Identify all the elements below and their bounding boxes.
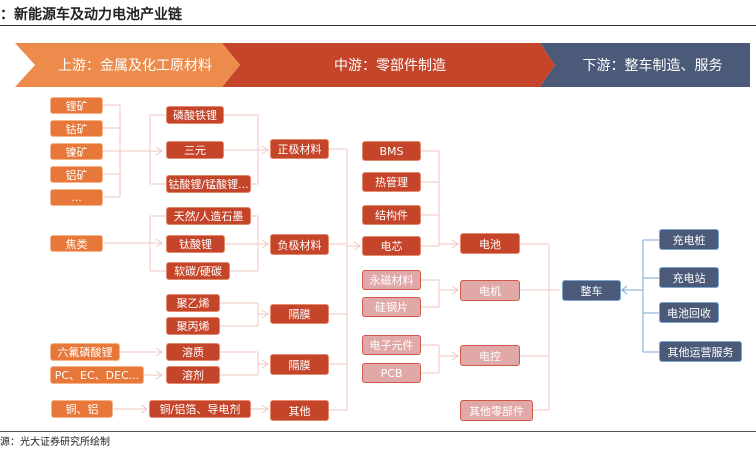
service-other-operations: 其他运营服务 (659, 341, 742, 362)
vehicle: 整车 (562, 280, 621, 301)
material-graphite: 天然/人造石墨 (166, 207, 251, 225)
footer-divider (0, 431, 756, 432)
material-solvent: 溶剂 (166, 366, 220, 384)
service-charging-pile: 充电桩 (659, 229, 719, 250)
service-battery-recycling: 电池回收 (659, 302, 719, 323)
material-soft-hard-carbon: 软碳/硬碳 (166, 262, 230, 280)
raw-coke: 焦类 (50, 235, 103, 252)
component-separator: 隔膜 (270, 304, 329, 324)
material-lto: 钛酸锂 (166, 235, 225, 253)
material-ternary: 三元 (166, 141, 224, 159)
system-battery: 电池 (460, 233, 520, 254)
part-electronics: 电子元件 (362, 335, 421, 355)
component-separator-2: 隔膜 (270, 354, 329, 375)
material-foil-conductive: 铜/铝箔、导电剂 (149, 400, 251, 418)
service-charging-station: 充电站 (659, 267, 719, 288)
part-thermal: 热管理 (362, 172, 421, 192)
title-divider (0, 25, 756, 26)
material-solute: 溶质 (166, 343, 220, 361)
component-other: 其他 (270, 400, 329, 421)
banner-midstream: 中游：零部件制造 (334, 58, 446, 74)
part-magnet: 永磁材料 (362, 270, 421, 290)
part-silicon-steel: 硅钢片 (362, 297, 421, 317)
system-other-parts: 其他零部件 (460, 400, 533, 421)
system-controller: 电控 (460, 345, 520, 366)
part-bms: BMS (362, 141, 421, 161)
raw-nickel-ore: 镍矿 (50, 143, 103, 160)
raw-aluminum-ore: 铝矿 (50, 166, 103, 183)
raw-more: ... (50, 189, 103, 206)
material-pe: 聚乙烯 (166, 294, 220, 312)
raw-copper-aluminum: 铜、铝 (51, 400, 113, 418)
banner-upstream: 上游：金属及化工原材料 (58, 58, 212, 74)
raw-lithium-ore: 锂矿 (50, 97, 103, 114)
part-cell: 电芯 (362, 236, 421, 256)
part-pcb: PCB (362, 363, 421, 383)
banner-downstream: 下游：整车制造、服务 (582, 58, 723, 74)
source-note: 源：光大证券研究所绘制 (0, 437, 110, 448)
part-structure: 结构件 (362, 205, 421, 225)
material-lfp: 磷酸铁锂 (166, 106, 224, 124)
component-cathode: 正极材料 (270, 139, 329, 159)
raw-lipf6: 六氟磷酸锂 (50, 343, 120, 361)
raw-solvents: PC、EC、DEC... (50, 366, 144, 384)
material-lco-lmo: 钴酸锂/锰酸锂... (166, 175, 251, 193)
system-motor: 电机 (460, 280, 520, 301)
component-anode: 负极材料 (270, 234, 329, 255)
page-title: ：新能源车及动力电池产业链 (0, 7, 182, 23)
raw-cobalt-ore: 钴矿 (50, 120, 103, 137)
material-pp: 聚丙烯 (166, 317, 220, 335)
